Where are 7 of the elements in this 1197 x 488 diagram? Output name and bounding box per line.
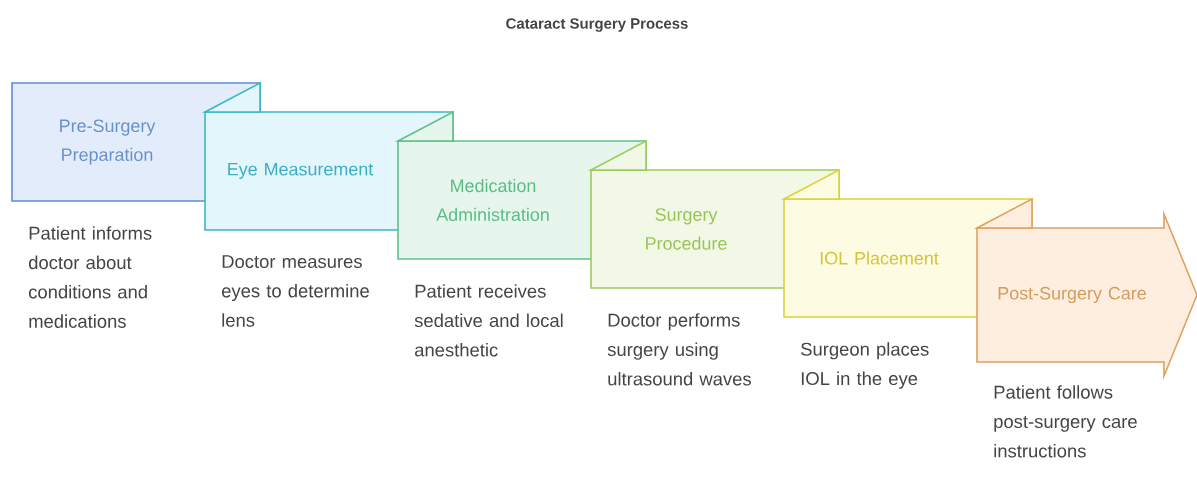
step-description: Doctor performs surgery using ultrasound waves [607,313,751,386]
step-description: Patient follows post-surgery care instructions [994,385,1137,458]
title: Cataract Surgery Process [506,18,688,32]
step-description: Doctor measures eyes to determine lens [222,255,369,327]
step-description: Patient receives sedative and local anesthetic [414,284,563,357]
step-description: Patient informs doctor about conditions and medications [29,226,152,328]
step-description: Surgeon places IOL in the eye [801,342,929,389]
